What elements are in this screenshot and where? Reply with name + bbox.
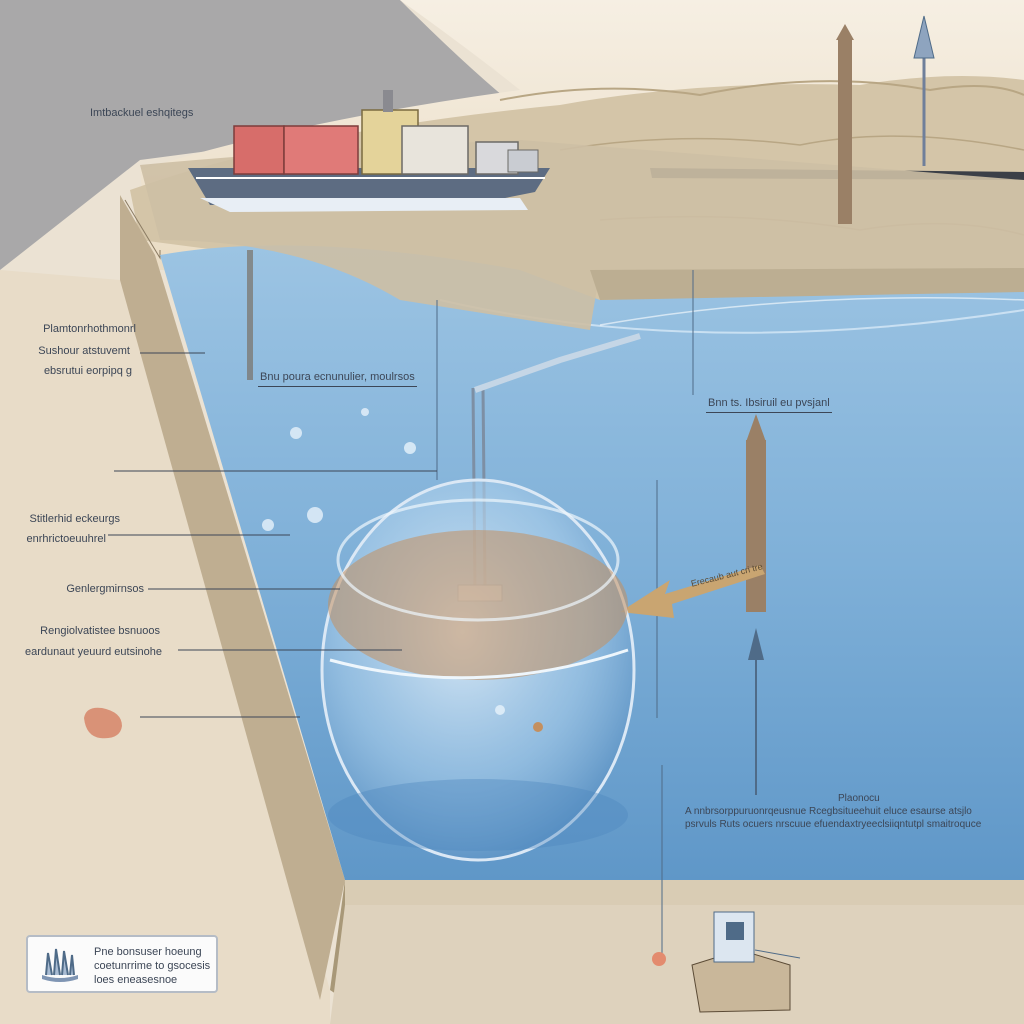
left-label-1a: Plamtonrhothmonrl	[43, 323, 136, 335]
floor-slab	[330, 905, 1024, 1024]
flow-arrow	[620, 565, 765, 618]
left-label-1c: ebsrutui eorpipq g	[43, 365, 132, 377]
left-wall	[120, 195, 345, 1000]
top-label: Imtbackuel eshqitegs	[90, 107, 194, 119]
equipment-box	[691, 911, 801, 1013]
caption-line-2: coetunrrime to gsocesis	[94, 960, 211, 972]
sensor-post	[746, 440, 766, 612]
left-label-3a: Rengiolvatistee bsnuoos	[40, 625, 160, 637]
cargo-ship	[188, 90, 550, 212]
sensor-icon	[42, 948, 78, 982]
left-label-2a: Stitlerhid eckeurgs	[29, 513, 121, 525]
left-label-2b: enrhrictoeuuhrel	[26, 533, 107, 545]
caption-line-1: Pne bonsuser hoeung	[94, 946, 202, 958]
bottom-right-text-1: A nnbrsorppuruonrqeusnue Rcegbsitueehuit…	[685, 806, 972, 817]
caption-box: Pne bonsuser hoeung coetunrrime to gsoce…	[26, 935, 218, 993]
right-label: Bnn ts. Ibsiruil eu pvsjanl	[706, 394, 832, 413]
mineral-sample	[84, 707, 122, 739]
left-label-single: Genlergmirnsos	[66, 583, 144, 595]
floor-edge	[345, 880, 1024, 905]
bubbles	[262, 408, 505, 715]
bottom-right-text-2: psrvuls Ruts ocuers nrscuue efuendaxtrye…	[685, 819, 982, 830]
post	[838, 38, 852, 224]
up-arrow-head	[913, 15, 935, 59]
left-label-3b: eardunaut yeuurd eutsinohe	[25, 646, 162, 658]
pressure-dome	[320, 478, 636, 862]
caption-line-3: loes eneasesnoe	[94, 974, 178, 986]
left-label-1b: Sushour atstuvemt	[38, 345, 130, 357]
mid-label: Bnu poura ecnunulier, moulrsos	[258, 368, 417, 387]
dune-line	[499, 80, 1024, 101]
bottom-right-title: Plaonocu	[838, 793, 880, 804]
left-sand	[0, 270, 330, 1024]
dune-line	[559, 135, 1024, 151]
